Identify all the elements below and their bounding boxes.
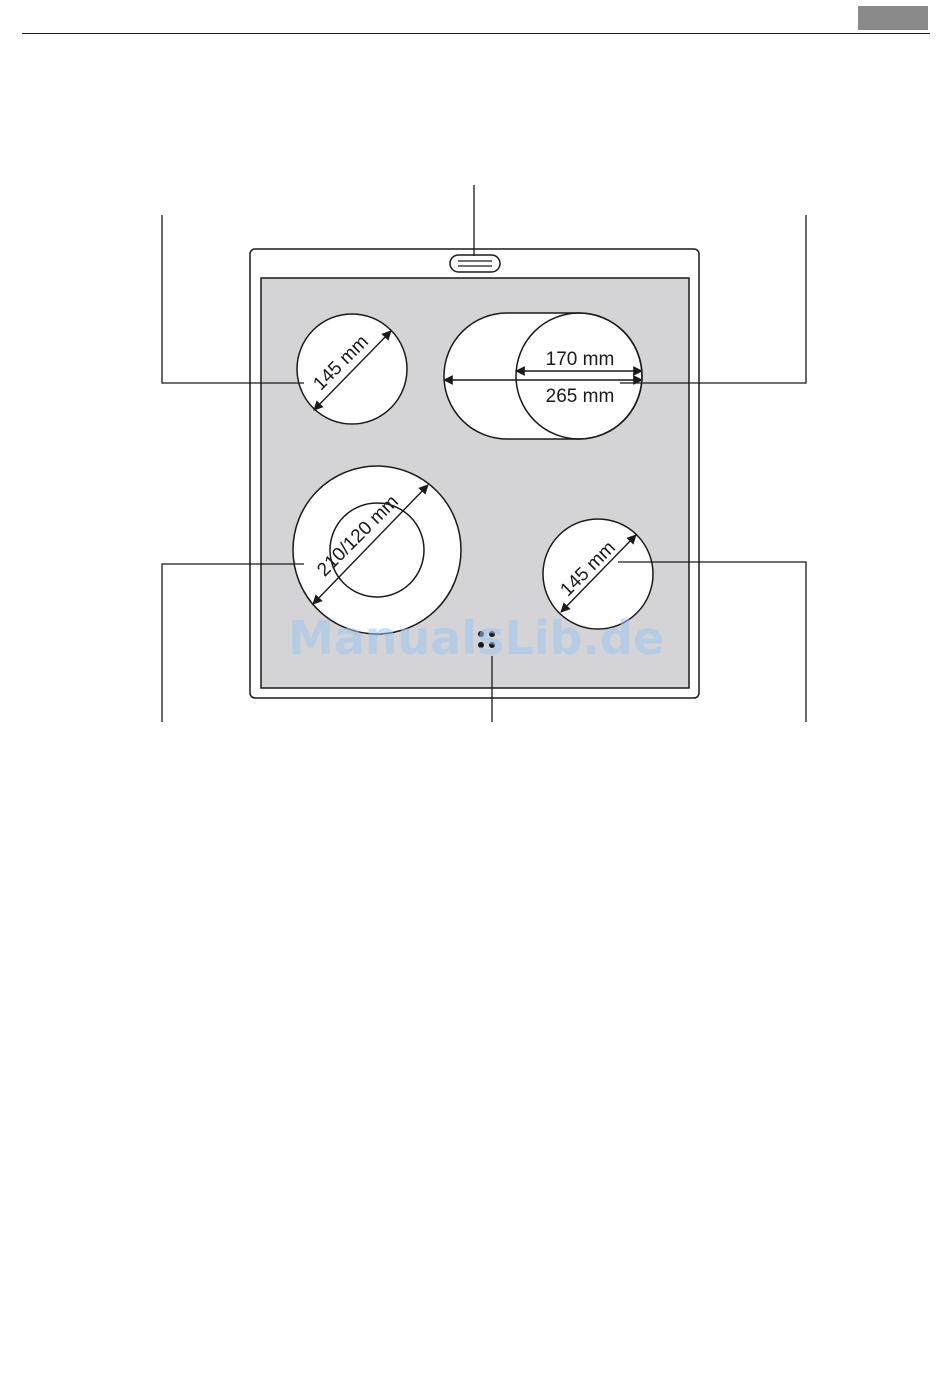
watermark: ManualsLib.de [288, 611, 664, 665]
residual-heat-indicator [450, 255, 500, 272]
zone-rear-right-outer [444, 313, 642, 439]
label-rear-right-inner: 170 mm [546, 349, 615, 370]
zone-front-left-outer [293, 466, 461, 634]
label-rear-right-outer: 265 mm [546, 386, 615, 407]
zone-rear-left [297, 314, 407, 424]
